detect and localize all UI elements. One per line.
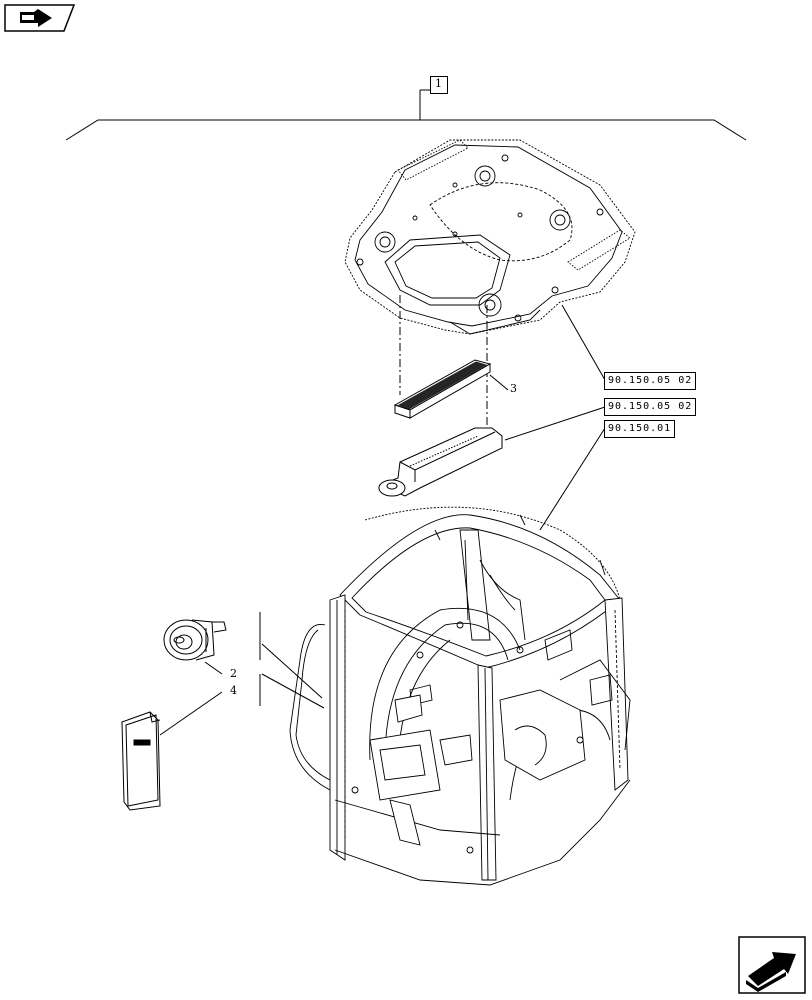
ref-link-roof-upper[interactable]: 90.150.05 02 [604, 372, 697, 390]
callout-sensor: 2 [230, 667, 237, 680]
cabin-filter [393, 359, 492, 419]
decal-label [121, 711, 161, 811]
ref-link-roof-lower[interactable]: 90.150.05 02 [604, 398, 697, 416]
ref-link-cab-frame-label: 90.150.01 [608, 423, 672, 434]
next-page-arrow-icon[interactable] [738, 936, 806, 994]
roof-panel [344, 139, 636, 335]
ref-link-cab-frame[interactable]: 90.150.01 [604, 420, 676, 438]
ref-link-roof-upper-label: 90.150.05 02 [608, 375, 693, 386]
filter-housing [378, 427, 503, 497]
callout-filter: 3 [510, 382, 517, 395]
cab-frame [289, 506, 631, 886]
callout-decal: 4 [230, 684, 237, 697]
ref-link-roof-lower-label: 90.150.05 02 [608, 401, 693, 412]
back-book-icon[interactable] [4, 4, 76, 32]
sensor-knob [163, 619, 227, 661]
assembly-ref-label: 1 [435, 77, 443, 90]
assembly-ref-box[interactable]: 1 [430, 76, 448, 94]
